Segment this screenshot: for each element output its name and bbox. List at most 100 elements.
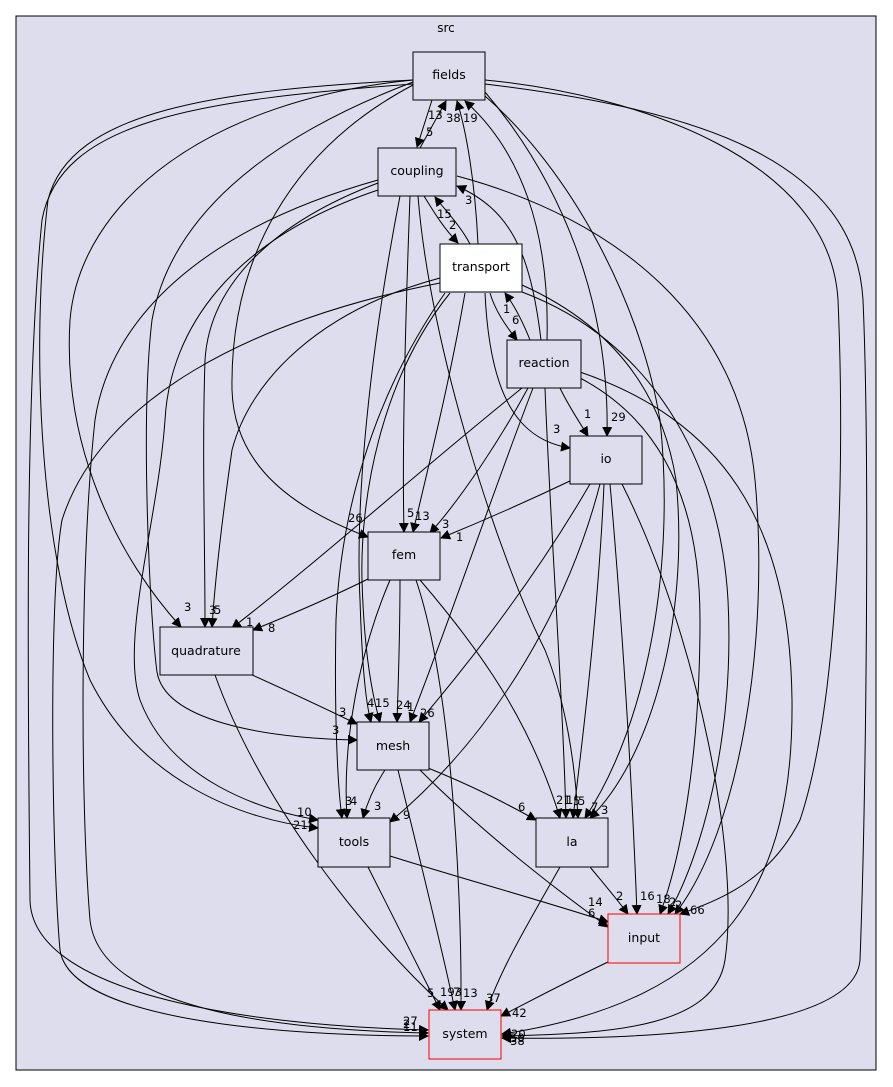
edge-label: 4 [367,696,374,710]
edge-reaction-system[interactable] [501,371,793,1038]
edge-fields-input[interactable] [484,79,842,916]
node-fem[interactable]: fem [367,531,441,581]
edge-fem-la[interactable] [419,579,563,819]
edge-label: 5 [214,603,221,617]
edge-reaction-la[interactable] [544,387,571,819]
edge-transport-reaction[interactable] [489,292,518,341]
node-la[interactable]: la [535,817,609,868]
node-tools[interactable]: tools [317,817,391,868]
edge-fields-io[interactable] [484,91,613,437]
edge-label: 20 [511,1027,526,1041]
edge-coupling-system[interactable] [82,179,429,1038]
edge-fem-system[interactable] [415,579,467,1011]
edge-reaction-transport[interactable] [504,292,531,341]
edge-coupling-mesh[interactable] [358,195,401,723]
node-mesh[interactable]: mesh [356,721,430,771]
edge-label: 1 [456,530,463,544]
edge-io-fem[interactable] [440,479,573,540]
edge-label: 3 [442,517,449,531]
edge-transport-coupling[interactable] [434,196,471,245]
edge-io-mesh[interactable] [418,483,591,723]
node-system[interactable]: system [428,1009,502,1060]
edge-label: 16 [640,889,655,903]
edge-label: 38 [510,1034,525,1048]
edge-coupling-input[interactable] [456,175,760,915]
node-fields[interactable]: fields [412,51,486,101]
node-io[interactable]: io [569,435,643,485]
node-transport[interactable]: transport [439,243,523,293]
node-label-tools: tools [339,834,369,849]
edge-fields-quadrature[interactable] [68,79,414,628]
node-label-coupling: coupling [390,163,443,178]
edge-reaction-fem[interactable] [429,387,529,534]
edge-fem-mesh[interactable] [392,579,403,723]
node-input[interactable]: input [607,913,681,964]
edge-label: 3 [339,705,346,719]
edge-fields-system-right[interactable] [484,83,868,1044]
edge-fields-fem[interactable] [231,84,414,539]
edge-transport-io[interactable] [484,292,571,452]
node-label-la: la [566,834,577,849]
edge-coupling-quadrature[interactable] [199,182,379,628]
edge-label: 26 [348,511,363,525]
edge-label: 15 [437,207,452,221]
node-coupling[interactable]: coupling [377,147,457,197]
edge-label: 3 [345,794,352,808]
node-reaction[interactable]: reaction [506,339,582,389]
edge-coupling-transport[interactable] [423,195,459,244]
node-label-io: io [600,451,611,466]
edge-label: 13 [428,108,443,122]
edge-transport-system[interactable] [52,282,441,1041]
edge-label: 1 [584,407,591,421]
edge-quadrature-mesh[interactable] [249,673,358,725]
edge-fields-system-left[interactable] [27,83,429,1035]
edge-mesh-input[interactable] [419,769,609,928]
edge-mesh-system[interactable] [397,769,459,1011]
edge-fem-quadrature[interactable] [252,577,371,632]
edge-label: 9 [403,808,410,822]
edge-label: 19 [463,111,478,125]
edge-fields-tools[interactable] [39,79,414,833]
edge-reaction-input[interactable] [579,377,701,915]
edge-coupling-fields[interactable] [419,100,447,149]
edge-coupling-tools[interactable] [133,189,379,824]
node-label-quadrature: quadrature [171,643,241,658]
edge-reaction-quadrature[interactable] [231,387,523,629]
edge-label: 3 [332,723,339,737]
edge-mesh-la[interactable] [427,767,537,821]
edge-label: 1 [503,302,510,316]
edge-transport-tools[interactable] [334,292,446,819]
edges: 5 13 38 19 3 15 2 6 1 1 3 29 26 5 [27,79,868,1048]
edge-fem-tools[interactable] [341,579,391,819]
edge-reaction-coupling[interactable] [456,185,542,341]
edge-transport-quadrature[interactable] [207,277,441,628]
edge-quadrature-system[interactable] [214,674,449,1011]
edge-transport-input[interactable] [521,291,730,915]
edge-label: 3 [553,422,560,436]
edge-input-system[interactable] [500,961,609,1017]
edge-mesh-tools[interactable] [360,769,386,819]
edge-label: 2 [616,889,623,903]
edge-coupling-la[interactable] [417,195,583,819]
node-label-fem: fem [392,547,416,562]
edge-reaction-fields[interactable] [464,100,548,341]
node-quadrature[interactable]: quadrature [159,626,254,676]
edge-label: 8 [268,621,275,635]
edge-tools-input[interactable] [389,855,609,924]
edge-coupling-fem[interactable] [398,195,411,533]
edge-la-system[interactable] [485,866,561,1011]
edge-label: 7 [591,800,598,814]
edge-fields-mesh[interactable] [145,81,414,745]
edge-io-system[interactable] [501,483,729,1041]
edge-label: 15 [375,696,390,710]
edge-fields-coupling[interactable] [414,99,433,148]
edge-la-input[interactable] [589,866,629,915]
edge-label: 5 [578,794,585,808]
edge-transport-fields[interactable] [454,100,479,245]
edge-label: 2 [669,895,676,909]
edge-reaction-io[interactable] [559,387,589,437]
edge-io-input[interactable] [609,483,642,915]
edge-reaction-mesh[interactable] [408,387,534,723]
edge-transport-mesh[interactable] [361,292,451,723]
edge-transport-fem[interactable] [410,292,466,533]
